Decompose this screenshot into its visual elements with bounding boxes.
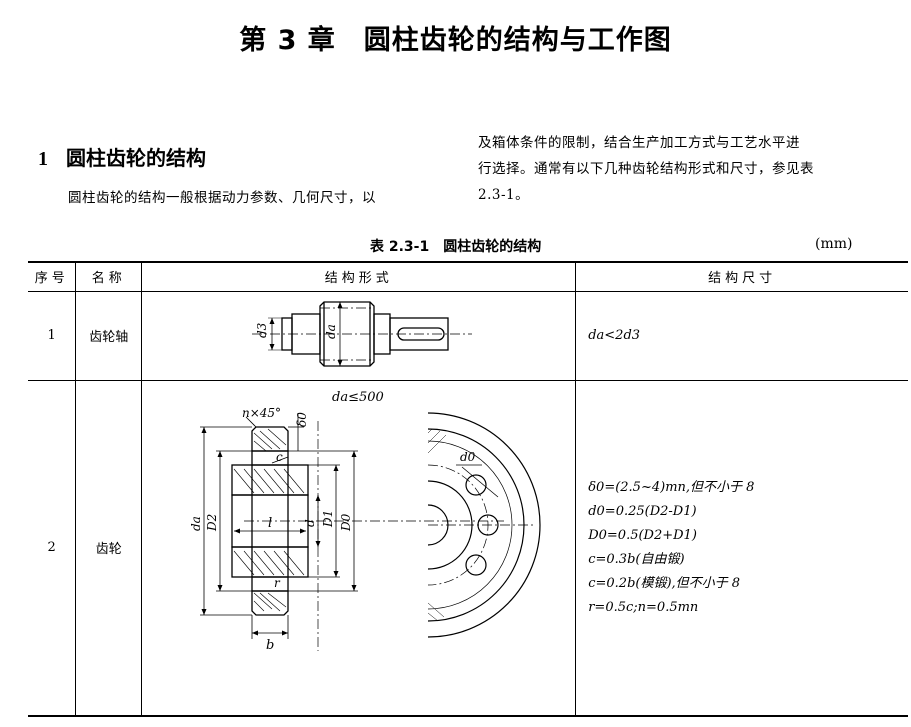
size-formula: r=0.5c;n=0.5mn <box>588 599 699 615</box>
paragraph-right-line: 及箱体条件的限制，结合生产加工方式与工艺水平进 <box>478 135 800 151</box>
figure-title: da≤500 <box>332 390 384 405</box>
row-name: 齿轮轴 <box>75 290 143 381</box>
table-row: 1 齿轮轴 <box>28 290 908 381</box>
gear-drawing: da≤500 <box>189 390 541 653</box>
label-d0: d0 <box>460 450 476 464</box>
section-number: 1 <box>38 148 48 170</box>
paragraph-right-line: 2.3-1。 <box>478 187 530 203</box>
label-da: da <box>324 324 338 339</box>
label-da: da <box>189 516 203 531</box>
header-sizes: 结构尺寸 <box>575 261 908 292</box>
row-number: 1 <box>28 290 77 381</box>
header-name: 名称 <box>75 261 143 292</box>
size-formula: δ0=(2.5~4)mn,但不小于 8 <box>588 479 755 495</box>
gear-figure-cell: da≤500 <box>141 379 577 717</box>
gear-shaft-drawing: d3 da <box>252 300 473 367</box>
row-sizes: δ0=(2.5~4)mn,但不小于 8 d0=0.25(D2-D1) D0=0.… <box>575 379 908 717</box>
label-chamfer: n×45° <box>242 406 281 420</box>
label-c: c <box>276 450 283 464</box>
row-sizes: da<2d3 <box>575 290 908 381</box>
label-l: l <box>268 516 272 531</box>
label-D0: D0 <box>339 513 353 532</box>
section-title: 圆柱齿轮的结构 <box>66 146 206 170</box>
paragraph-left: 圆柱齿轮的结构一般根据动力参数、几何尺寸，以 <box>68 190 376 206</box>
paragraph-right-line: 行选择。通常有以下几种齿轮结构形式和尺寸，参见表 <box>478 161 814 177</box>
section-heading: 1 圆柱齿轮的结构 <box>38 142 206 171</box>
size-formula: d0=0.25(D2-D1) <box>588 503 697 519</box>
header-form: 结构形式 <box>141 261 577 292</box>
label-d: d <box>303 519 317 527</box>
label-D2: D2 <box>205 513 219 531</box>
label-d3: d3 <box>255 322 269 338</box>
table-header-row: 序号 名称 结构形式 结构尺寸 <box>28 261 908 292</box>
size-formula: da<2d3 <box>588 327 641 343</box>
label-D1: D1 <box>321 509 335 527</box>
size-formula: c=0.2b(模锻),但不小于 8 <box>588 575 741 591</box>
table-caption: 表 2.3-1 圆柱齿轮的结构 <box>370 239 542 255</box>
header-no: 序号 <box>28 261 77 292</box>
row-name: 齿轮 <box>75 379 143 717</box>
chapter-title: 第 3 章 圆柱齿轮的结构与工作图 <box>239 25 672 56</box>
paragraph-right: 及箱体条件的限制，结合生产加工方式与工艺水平进 行选择。通常有以下几种齿轮结构形… <box>478 130 908 208</box>
row-number: 2 <box>28 379 77 717</box>
size-formula: c=0.3b(自由锻) <box>588 551 685 567</box>
size-formula: D0=0.5(D2+D1) <box>588 527 697 543</box>
table-row: 2 齿轮 da≤500 <box>28 379 908 717</box>
gear-shaft-figure-cell: d3 da <box>141 290 577 381</box>
gear-structure-table: 序号 名称 结构形式 结构尺寸 1 齿轮轴 <box>28 261 908 717</box>
table-unit: (mm) <box>815 236 853 252</box>
label-b: b <box>266 638 274 653</box>
label-r: r <box>274 576 281 590</box>
label-delta0: δ0 <box>295 411 309 426</box>
